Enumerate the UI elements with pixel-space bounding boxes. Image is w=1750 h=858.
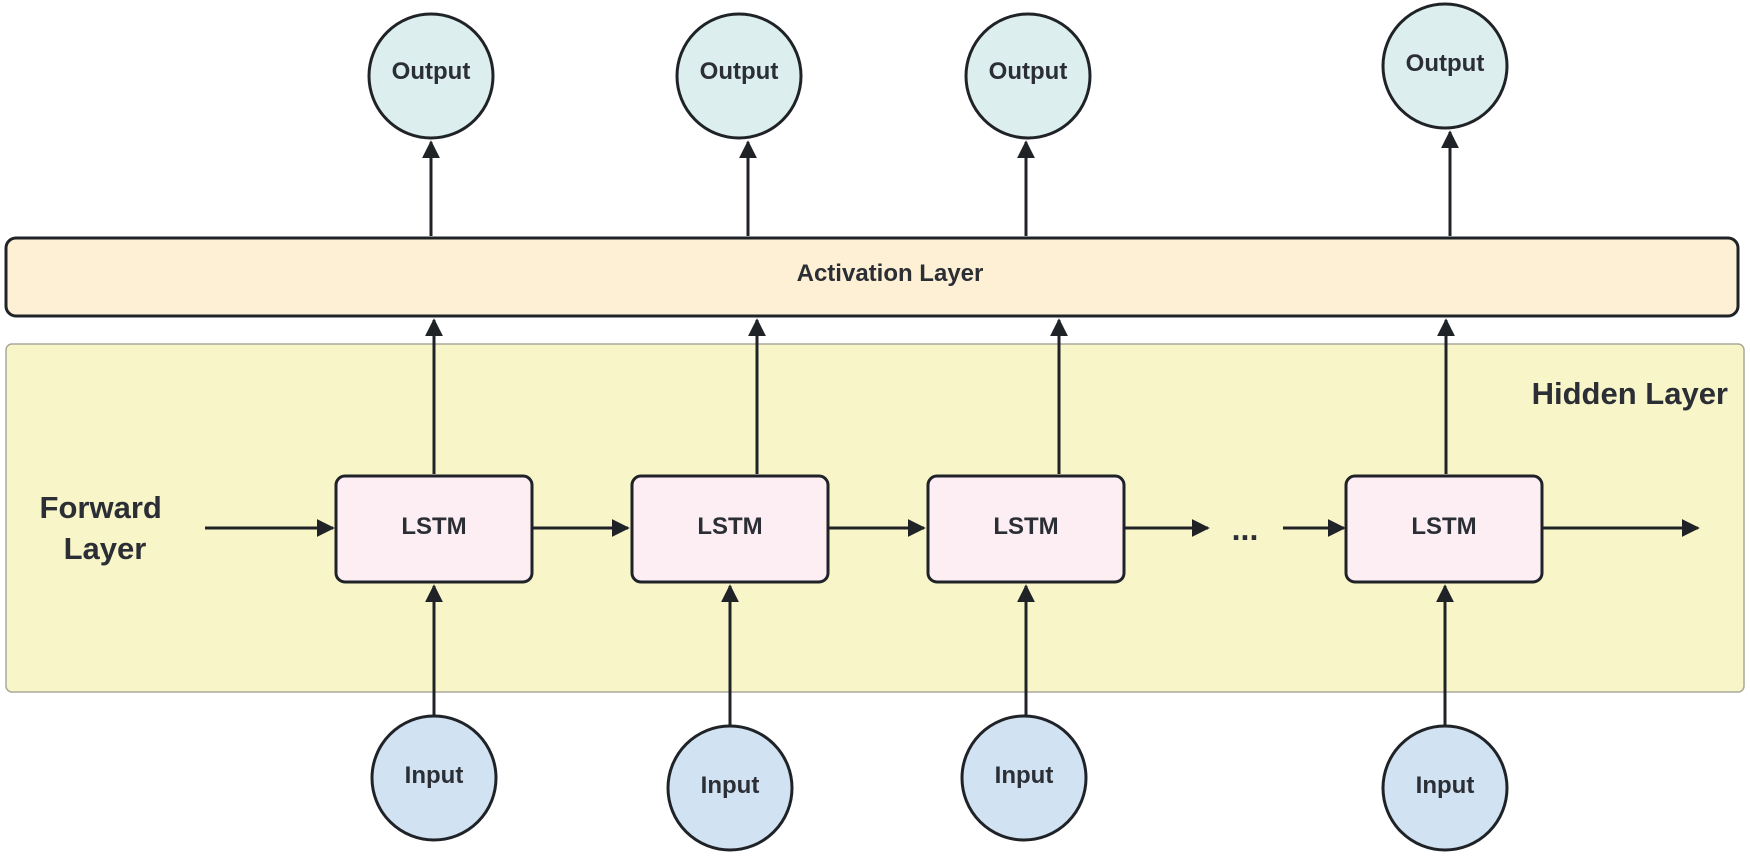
- input-label-4: Input: [1416, 772, 1475, 799]
- lstm-cell-4: [1344, 474, 1544, 584]
- lstm-cell-1: [334, 474, 534, 584]
- output-node-2: [675, 12, 803, 140]
- activation-layer-box: [4, 236, 1740, 318]
- lstm-label-4: LSTM: [1411, 513, 1476, 540]
- forward-layer-label-line2: Layer: [64, 531, 147, 566]
- output-label-3: Output: [989, 58, 1068, 85]
- input-node-3: [960, 714, 1088, 842]
- input-node-2: [666, 724, 794, 852]
- lstm-cell-2: [630, 474, 830, 584]
- lstm-label-1: LSTM: [401, 513, 466, 540]
- activation-layer-label: Activation Layer: [797, 260, 984, 287]
- hidden-layer-label: Hidden Layer: [1532, 376, 1728, 411]
- ellipsis: ...: [1232, 511, 1259, 547]
- output-node-1: [367, 12, 495, 140]
- input-node-1: [370, 714, 498, 842]
- lstm-label-3: LSTM: [993, 513, 1058, 540]
- input-node-4: [1381, 724, 1509, 852]
- lstm-cell-3: [926, 474, 1126, 584]
- output-node-4: [1381, 2, 1509, 130]
- output-node-3: [964, 12, 1092, 140]
- forward-layer-label-line1: Forward: [40, 490, 162, 525]
- input-label-3: Input: [995, 762, 1054, 789]
- forward-layer-label: Forward Layer: [40, 490, 171, 566]
- input-label-1: Input: [405, 762, 464, 789]
- output-label-2: Output: [700, 58, 779, 85]
- output-label-1: Output: [392, 58, 471, 85]
- hidden-layer-panel: [5, 343, 1745, 693]
- output-label-4: Output: [1406, 50, 1485, 77]
- lstm-label-2: LSTM: [697, 513, 762, 540]
- input-label-2: Input: [701, 772, 760, 799]
